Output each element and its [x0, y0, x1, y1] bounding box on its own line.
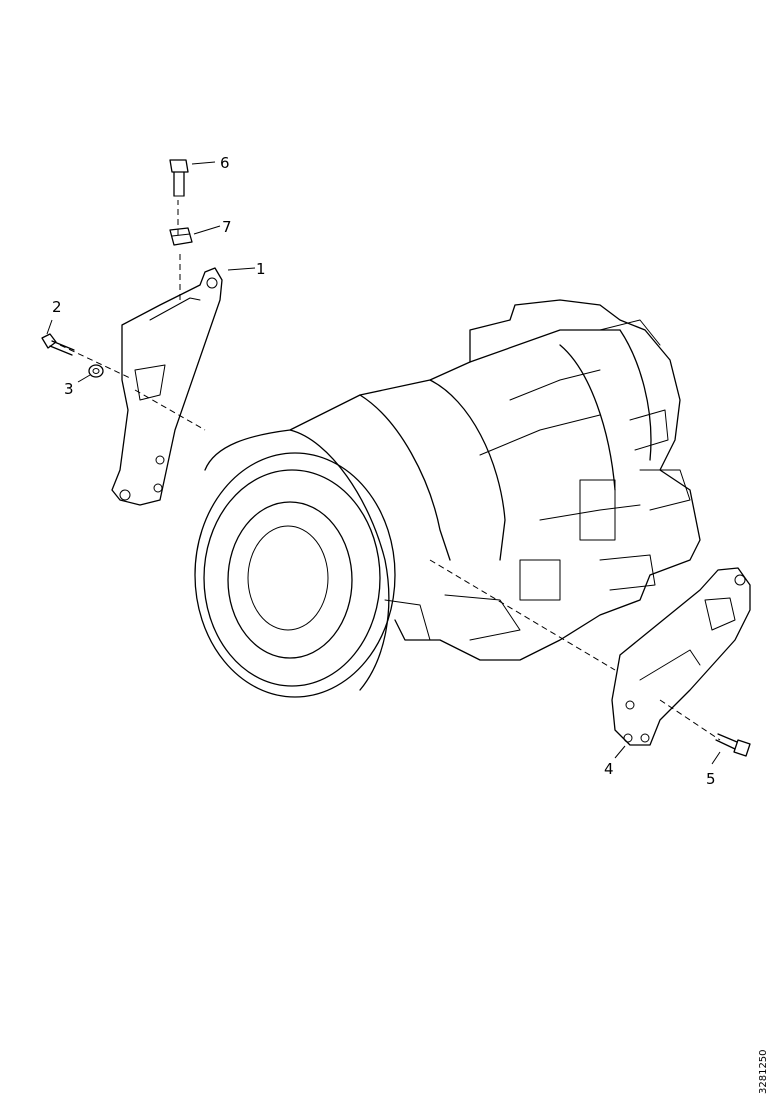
- callout-3: 3: [64, 380, 74, 398]
- transmission-housing: [194, 299, 701, 698]
- bolt-2: [41, 333, 75, 356]
- assembly-lines: [59, 200, 721, 741]
- callout-2: 2: [52, 298, 62, 316]
- left-mount-bracket: [111, 267, 223, 506]
- callout-4: 4: [604, 760, 614, 778]
- callout-leaders: [46, 161, 721, 765]
- nut-7: [169, 227, 193, 246]
- reference-code: 3281250: [752, 1034, 778, 1094]
- right-mount-bracket: [611, 567, 751, 746]
- bolt-6: [169, 159, 189, 197]
- reference-code-text: 3281250: [758, 1049, 769, 1094]
- callout-5: 5: [706, 770, 716, 788]
- callout-7: 7: [222, 218, 232, 236]
- callout-6: 6: [220, 154, 230, 172]
- washer-3: [88, 364, 104, 378]
- callout-1: 1: [256, 260, 266, 278]
- bolt-5: [715, 733, 751, 757]
